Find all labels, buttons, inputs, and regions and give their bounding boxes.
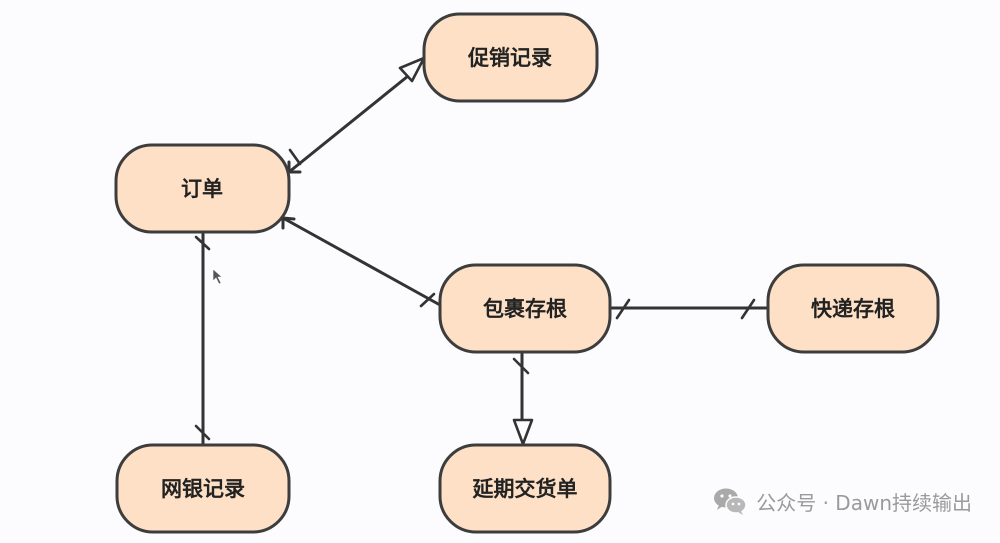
- node-package: 包裹存根: [438, 263, 612, 354]
- node-delay: 延期交货单: [438, 443, 612, 534]
- edge-markers: [194, 56, 756, 446]
- node-label-promo: 促销记录: [467, 46, 552, 70]
- tick-package-order: [419, 292, 436, 308]
- tick-package-express-right: [740, 298, 756, 320]
- tick-package-express-left: [615, 298, 631, 320]
- arrowhead-delay: [512, 418, 534, 446]
- tick-order-promo: [288, 148, 302, 166]
- edge-order-promo: [287, 66, 420, 174]
- mouse-cursor-icon: [212, 268, 223, 285]
- node-label-express: 快递存根: [811, 297, 895, 321]
- node-express: 快递存根: [766, 263, 940, 354]
- arrowhead-promo: [398, 56, 426, 83]
- tick-order-bank-bottom: [194, 424, 211, 441]
- watermark: 公众号 · Dawn持续输出: [712, 486, 972, 516]
- wechat-icon: [714, 488, 747, 515]
- node-label-delay: 延期交货单: [472, 477, 578, 501]
- node-label-order: 订单: [181, 177, 223, 201]
- tick-order-bank-top: [194, 235, 211, 251]
- edge-order-package: [281, 216, 442, 307]
- node-promo: 促销记录: [422, 12, 599, 103]
- tick-package-delay: [512, 357, 530, 375]
- node-bank: 网银记录: [115, 443, 291, 534]
- watermark-text: 公众号 · Dawn持续输出: [756, 490, 972, 515]
- edges: [201, 66, 770, 446]
- node-order: 订单: [114, 143, 291, 234]
- node-label-bank: 网银记录: [161, 477, 245, 501]
- node-label-package: 包裹存根: [483, 297, 567, 321]
